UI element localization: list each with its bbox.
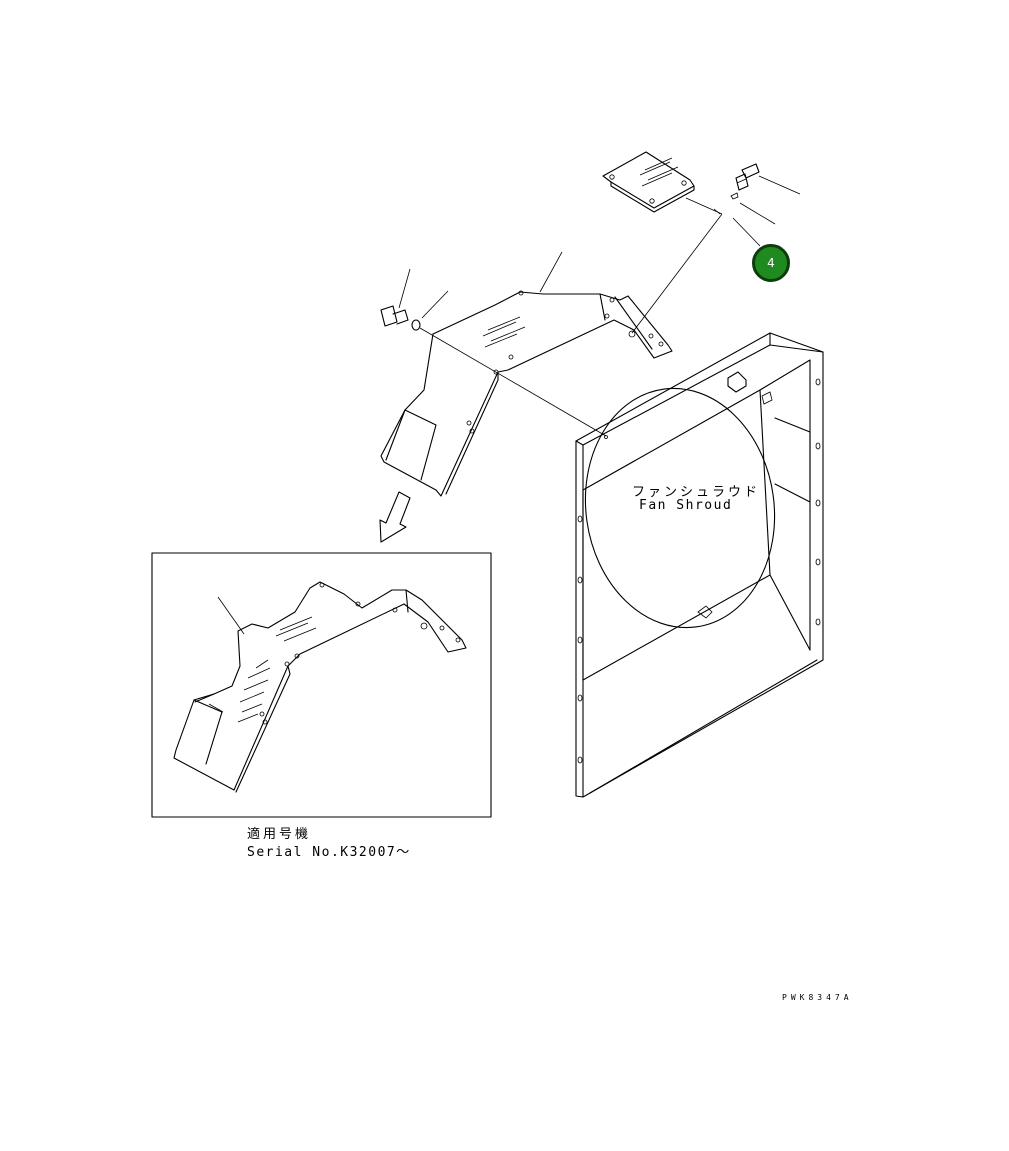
- serial-label-ja: 適用号機: [247, 827, 312, 842]
- inset-frame: [152, 553, 491, 817]
- fan-shroud-label-en: Fan Shroud: [639, 498, 733, 513]
- down-arrow-icon: [380, 492, 410, 542]
- top-plate: [603, 152, 694, 212]
- fan-shroud: [570, 333, 823, 797]
- callout-4-button[interactable]: 4: [752, 244, 790, 282]
- main-bracket: [381, 291, 672, 496]
- callout-4-number: 4: [767, 256, 775, 270]
- serial-label-en: Serial No.K32007～: [247, 845, 411, 860]
- inset-bracket: [174, 582, 466, 792]
- fan-shroud-label-ja: ファンシュラウド: [632, 485, 761, 500]
- top-bolt: [731, 164, 800, 224]
- fan-opening: [570, 376, 790, 640]
- bracket-bolt: [381, 252, 562, 330]
- drawing-code: PWK8347A: [782, 993, 853, 1002]
